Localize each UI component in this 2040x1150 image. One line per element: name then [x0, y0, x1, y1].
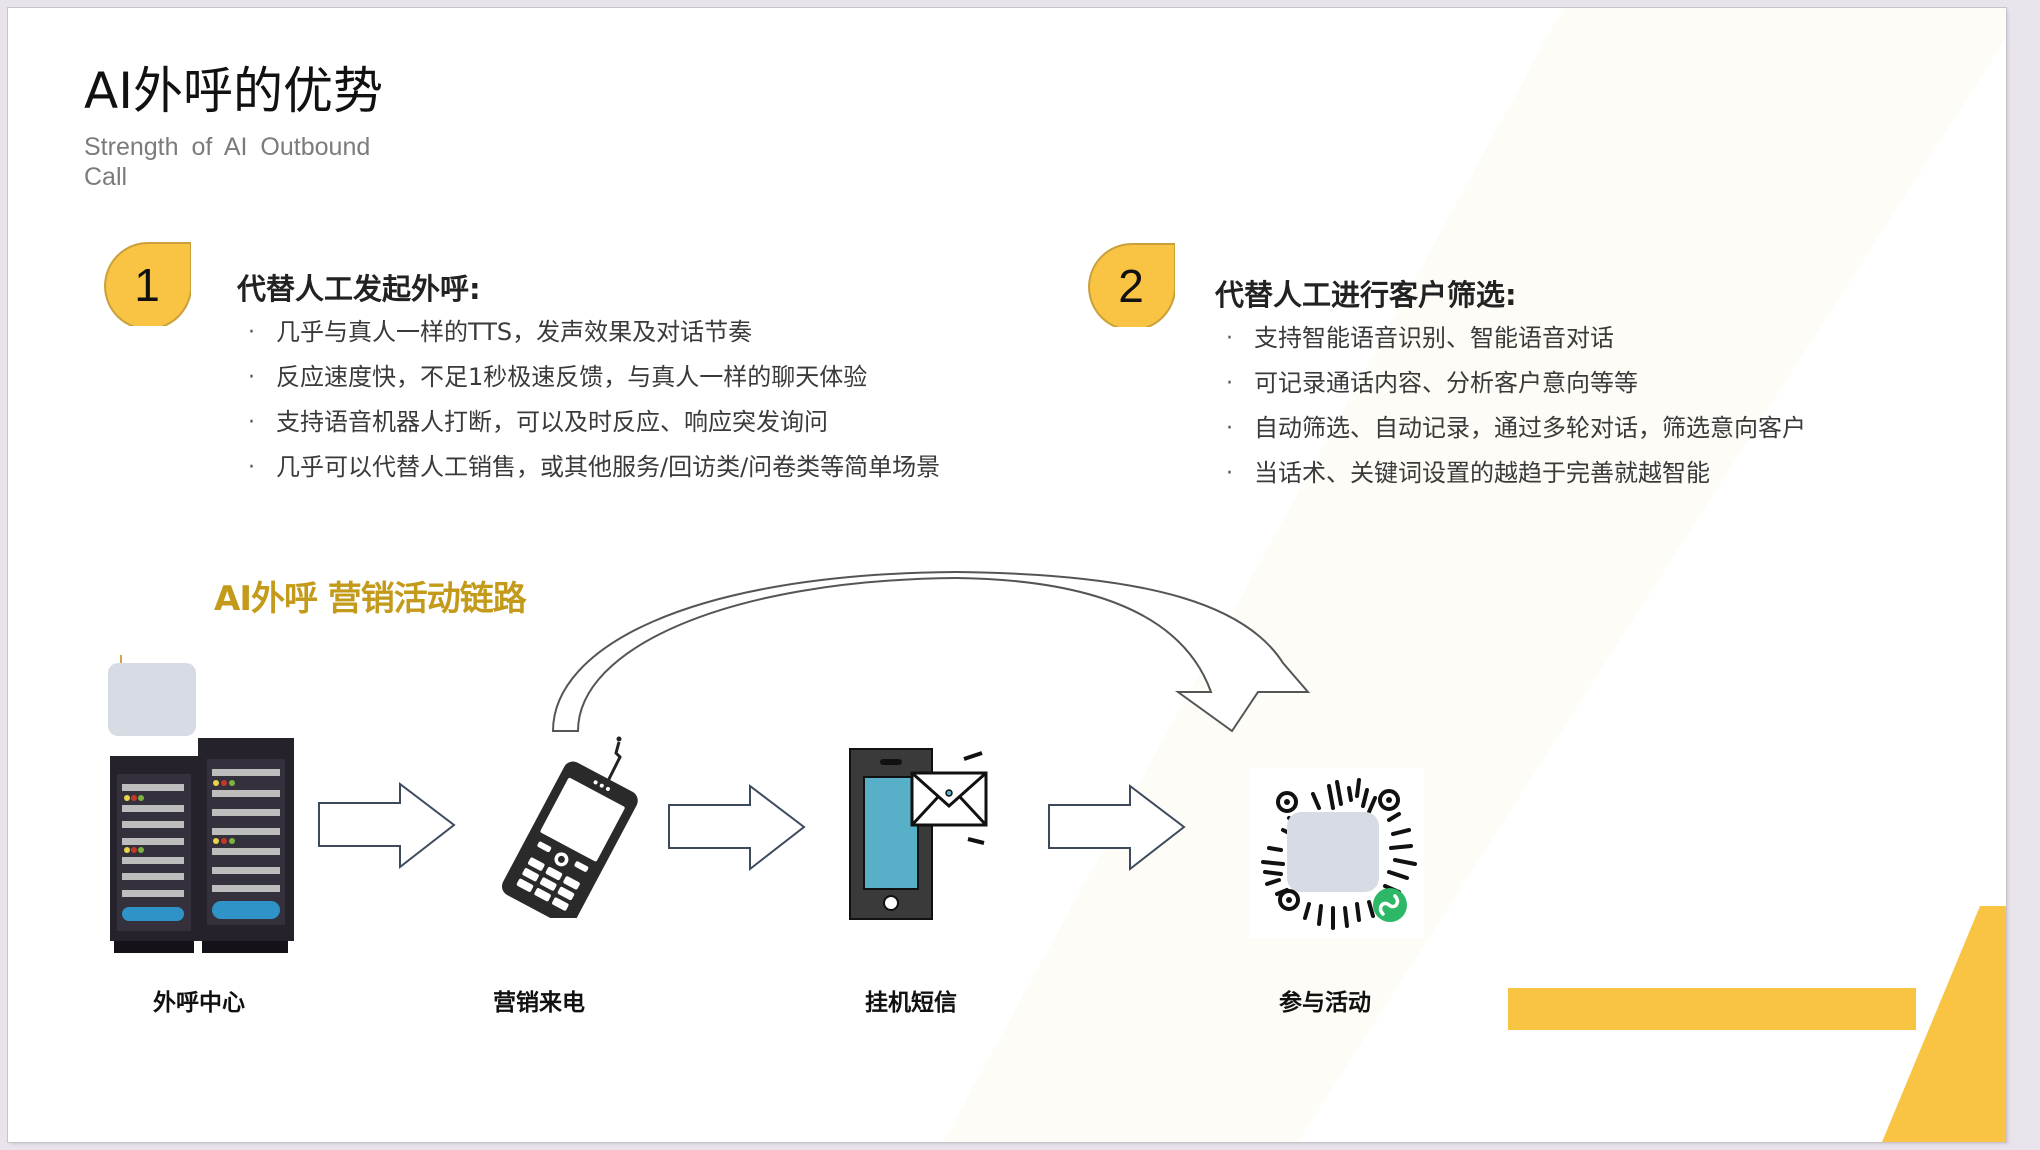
right-arrow-icon [318, 781, 456, 870]
bullet-item: ·可记录通话内容、分析客户意向等等 [1226, 369, 1638, 397]
bullet-item: ·几乎可以代替人工销售，或其他服务/回访类/问卷类等简单场景 [248, 453, 941, 481]
background-diagonal-band [943, 8, 2006, 1142]
teardrop-badge-icon [104, 242, 191, 326]
section-2-badge: 2 [1085, 241, 1175, 327]
section-1-bullet-list: ·几乎与真人一样的TTS，发声效果及对话节奏 ·反应速度快，不足1秒极速反馈，与… [242, 310, 940, 490]
step-label-join-activity: 参与活动 [1279, 990, 1371, 1016]
bullet-item: ·自动筛选、自动记录，通过多轮对话，筛选意向客户 [1226, 414, 1806, 442]
mobile-phone-icon [501, 736, 638, 918]
step-label-call-center: 外呼中心 [153, 990, 245, 1016]
section-2-number: 2 [1118, 260, 1144, 312]
decorative-yellow-corner-shape [1882, 906, 2006, 1142]
teardrop-badge-icon [1088, 243, 1175, 327]
section-2-heading: 代替人工进行客户筛选: [1215, 278, 1517, 312]
slide: AI外呼的优势 Strength of AI Outbound Call 1 代… [8, 8, 2006, 1142]
bullet-item: ·几乎与真人一样的TTS，发声效果及对话节奏 [248, 318, 753, 346]
mini-program-qr-icon [1249, 768, 1424, 938]
right-arrow-icon [668, 783, 806, 872]
right-arrow-icon [1048, 783, 1186, 872]
bullet-item: ·当话术、关键词设置的越趋于完善就越智能 [1226, 459, 1710, 487]
section-1-badge: 1 [101, 240, 191, 326]
flow-title: AI外呼 营销活动链路 [214, 579, 527, 619]
server-rack-icon [108, 655, 294, 953]
curved-arrow-icon [551, 570, 1311, 733]
section-2-bullet-list: ·支持智能语音识别、智能语音对话 ·可记录通话内容、分析客户意向等等 ·自动筛选… [1220, 316, 1806, 496]
section-1-number: 1 [134, 259, 160, 311]
page-title: AI外呼的优势 [84, 62, 383, 120]
sms-phone-icon [849, 748, 988, 920]
bullet-item: ·支持语音机器人打断，可以及时反应、响应突发询问 [248, 408, 828, 436]
bullet-item: ·反应速度快，不足1秒极速反馈，与真人一样的聊天体验 [248, 363, 868, 391]
bullet-item: ·支持智能语音识别、智能语音对话 [1226, 324, 1614, 352]
decorative-yellow-bar [1508, 988, 1916, 1030]
step-label-hangup-sms: 挂机短信 [865, 990, 957, 1016]
section-1-heading: 代替人工发起外呼: [237, 272, 481, 306]
step-label-marketing-call: 营销来电 [493, 990, 585, 1016]
page-subtitle: Strength of AI Outbound Call [84, 133, 371, 191]
